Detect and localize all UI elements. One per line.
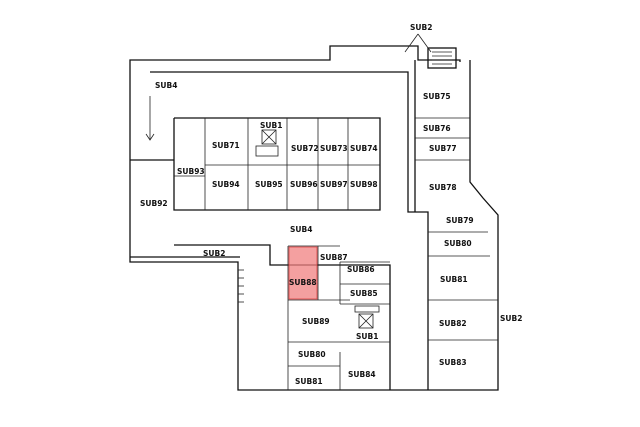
label-sub86: SUB86	[347, 265, 375, 274]
stair-top-right	[427, 47, 457, 69]
label-sub77: SUB77	[429, 144, 457, 153]
label-sub88[interactable]: SUB88	[289, 278, 317, 287]
label-sub81: SUB81	[295, 377, 323, 386]
label-sub94: SUB94	[212, 180, 240, 189]
label-sub85: SUB85	[350, 289, 378, 298]
label-sub84: SUB84	[348, 370, 376, 379]
label-sub74: SUB74	[350, 144, 378, 153]
label-sub76: SUB76	[423, 124, 451, 133]
label-sub89: SUB89	[302, 317, 330, 326]
label-sub72: SUB72	[291, 144, 319, 153]
label-sub97: SUB97	[320, 180, 348, 189]
stair-left	[238, 269, 244, 303]
label-sub83: SUB83	[439, 358, 467, 367]
label-sub4-mid: SUB4	[290, 225, 312, 234]
stair-elevator-lower	[354, 305, 380, 329]
label-sub2-right: SUB2	[500, 314, 522, 323]
label-sub4-left: SUB4	[155, 81, 177, 90]
partitions	[174, 117, 498, 390]
label-sub1-lower: SUB1	[356, 332, 378, 341]
label-sub95: SUB95	[255, 180, 283, 189]
room-labels: SUB2 SUB4 SUB1 SUB71 SUB72 SUB73 SUB74 S…	[140, 23, 522, 386]
label-sub75: SUB75	[423, 92, 451, 101]
label-sub82: SUB82	[439, 319, 467, 328]
label-sub80-right: SUB80	[444, 239, 472, 248]
label-sub78: SUB78	[429, 183, 457, 192]
label-sub73: SUB73	[320, 144, 348, 153]
label-sub79: SUB79	[446, 216, 474, 225]
label-sub98: SUB98	[350, 180, 378, 189]
label-sub80: SUB80	[298, 350, 326, 359]
label-sub96: SUB96	[290, 180, 318, 189]
label-sub87: SUB87	[320, 253, 348, 262]
label-sub2-mid: SUB2	[203, 249, 225, 258]
label-sub92: SUB92	[140, 199, 168, 208]
label-sub71: SUB71	[212, 141, 240, 150]
highlighted-room-sub88[interactable]	[288, 246, 318, 300]
label-sub1-top: SUB1	[260, 121, 282, 130]
label-sub81-right: SUB81	[440, 275, 468, 284]
arrow-sub4	[145, 96, 155, 141]
label-sub2-top: SUB2	[410, 23, 432, 32]
outer-walls	[129, 45, 499, 391]
stair-elevator-top	[255, 129, 279, 157]
arrow-sub2-top	[404, 33, 432, 53]
label-sub93: SUB93	[177, 167, 205, 176]
